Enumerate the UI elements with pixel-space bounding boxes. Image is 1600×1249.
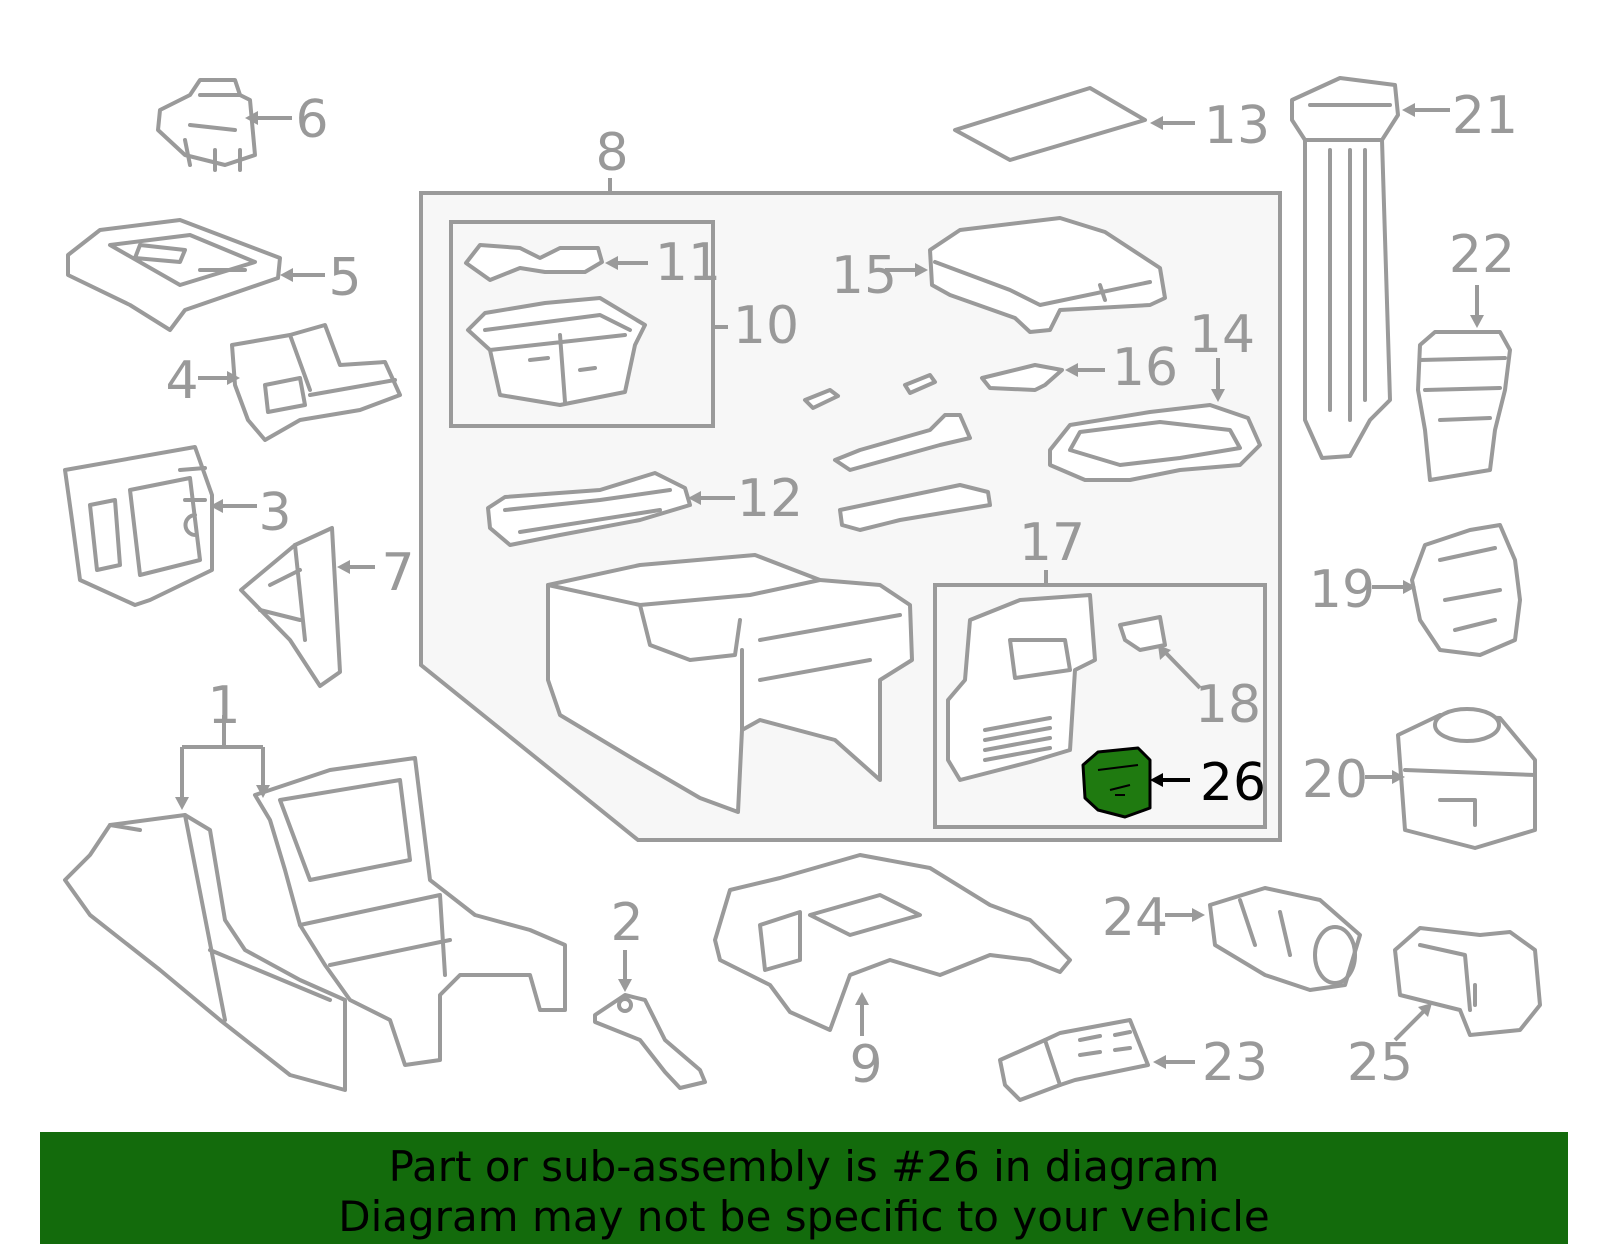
part-21-shape [1290,76,1400,460]
part-26-highlighted-shape [1081,746,1152,819]
part-20-shape [1396,707,1537,850]
callout-23: 23 [1202,1033,1268,1093]
callout-15: 15 [831,246,897,306]
banner-line-2: Diagram may not be specific to your vehi… [338,1192,1270,1241]
part-7-shape [239,526,342,688]
callout-9: 9 [849,1035,882,1095]
part-11-shape [464,243,604,282]
callout-22: 22 [1449,225,1515,285]
callout-7: 7 [381,543,414,603]
part-2-shape [593,993,707,1090]
callout-25: 25 [1347,1033,1413,1093]
part-14-shape [1048,403,1262,482]
callout-14: 14 [1189,305,1255,365]
part-22-shape [1416,330,1512,482]
part-17-shape [946,593,1097,782]
callout-24: 24 [1102,888,1168,948]
clip-parts [803,363,1064,410]
callout-16: 16 [1112,338,1178,398]
callout-5: 5 [328,248,361,308]
bracket-parts [833,413,992,532]
part-23-shape [998,1018,1150,1102]
callout-21: 21 [1452,86,1518,146]
info-banner: Part or sub-assembly is #26 in diagram D… [40,1132,1568,1244]
part-25-shape [1393,926,1542,1037]
callout-8: 8 [595,123,628,183]
part-24-shape [1208,886,1362,992]
callout-2: 2 [610,893,643,953]
part-5-shape [66,218,282,332]
part-18-shape [1118,615,1167,652]
callout-6: 6 [295,90,328,150]
part-19-shape [1410,523,1522,657]
callout-20: 20 [1302,750,1368,810]
callout-13: 13 [1204,96,1270,156]
callout-1: 1 [207,676,240,736]
callout-10: 10 [733,296,799,356]
console-body-shape [546,553,914,814]
part-13-shape [953,86,1147,162]
part-6-shape [156,78,257,172]
callout-12: 12 [737,469,803,529]
part-1-shape [63,756,567,1092]
part-4-shape [230,323,402,442]
callout-4: 4 [165,351,198,411]
callout-19: 19 [1309,560,1375,620]
callout-26-highlighted: 26 [1200,753,1266,813]
part-9-shape [713,853,1072,1032]
callout-18: 18 [1195,675,1261,735]
part-10-shape [466,296,647,407]
part-3-shape [63,445,214,607]
part-12-shape [486,471,692,547]
callout-17: 17 [1019,513,1085,573]
part-15-shape [928,216,1167,334]
callout-3: 3 [258,483,291,543]
callout-11: 11 [655,233,721,293]
banner-line-1: Part or sub-assembly is #26 in diagram [388,1142,1220,1191]
